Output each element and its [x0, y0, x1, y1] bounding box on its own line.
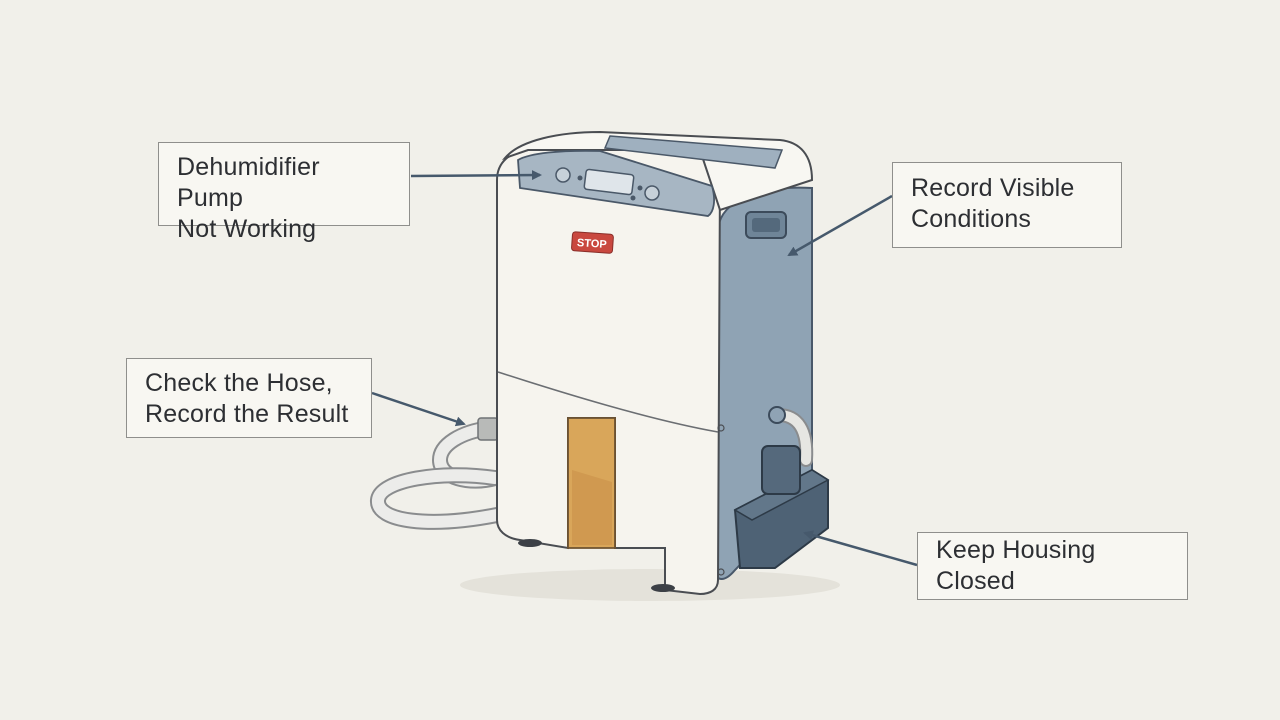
callout-keep-housing-closed: Keep Housing Closed	[917, 532, 1188, 600]
button-icon	[644, 185, 660, 201]
top-vent-icon	[603, 135, 784, 169]
stop-badge	[571, 231, 614, 254]
stop-badge-text: STOP	[577, 237, 608, 251]
dial-icon	[555, 167, 571, 183]
arrow-housing	[803, 530, 918, 567]
foot	[518, 539, 542, 547]
foot	[651, 584, 675, 592]
arrow-pump	[410, 170, 542, 181]
body-seam	[497, 371, 719, 433]
pump-housing-icon	[733, 445, 830, 569]
callout-record-conditions: Record Visible Conditions	[892, 162, 1122, 248]
display-screen	[583, 168, 635, 196]
callout-check-hose: Check the Hose, Record the Result	[126, 358, 372, 438]
hose-icon	[370, 417, 505, 530]
callout-pump-not-working: Dehumidifier Pump Not Working	[158, 142, 410, 243]
floor-shadow	[460, 569, 840, 601]
arrow-hose	[371, 391, 466, 427]
arrow-record	[787, 194, 893, 257]
